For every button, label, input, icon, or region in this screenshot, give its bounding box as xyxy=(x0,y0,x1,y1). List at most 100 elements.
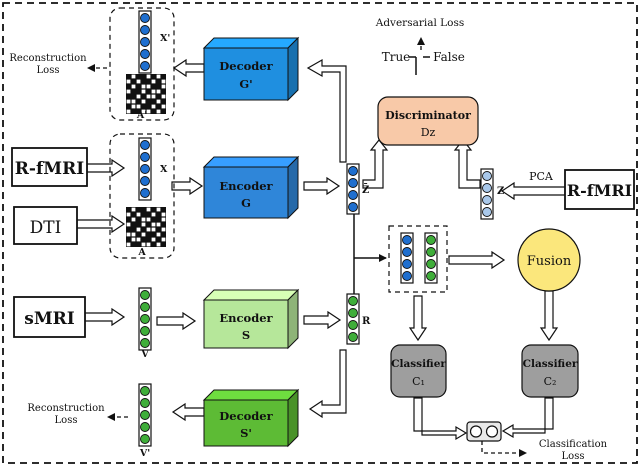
matrix-cell xyxy=(136,237,141,242)
xprime-label: X' xyxy=(160,33,170,44)
arrow-decoders-to-vprime xyxy=(171,402,205,422)
vector-node xyxy=(140,140,150,150)
matrix-cell xyxy=(141,217,146,222)
vector-node xyxy=(140,188,150,198)
adversarial-loss-label: Adversarial Loss xyxy=(375,17,465,29)
encoder-g-sub: G xyxy=(241,196,251,210)
decoder-s-block: Decoder S' xyxy=(202,388,300,448)
matrix-cell xyxy=(136,104,141,109)
arrow-decoderg-to-xprime xyxy=(172,58,205,78)
vector-node xyxy=(140,386,150,396)
vector-icon-xprime xyxy=(138,10,152,74)
vector-node xyxy=(140,25,150,35)
vector-node xyxy=(140,37,150,47)
vector-node xyxy=(140,398,150,408)
matrix-cell xyxy=(136,227,141,232)
group-concat xyxy=(388,225,448,293)
matrix-cell xyxy=(126,212,131,217)
matrix-cell xyxy=(146,217,151,222)
vector-node xyxy=(348,178,358,188)
matrix-icon-a xyxy=(126,207,166,247)
pca-label: PCA xyxy=(529,170,554,183)
matrix-icon-aprime xyxy=(126,74,166,114)
classifier-c1-label: Classifier xyxy=(391,358,446,370)
matrix-cell xyxy=(126,222,131,227)
vector-node xyxy=(140,290,150,300)
vector-node xyxy=(482,171,492,181)
matrix-cell xyxy=(126,242,131,247)
vector-node xyxy=(140,13,150,23)
input-rfmri-right: R-fMRI xyxy=(564,169,635,210)
matrix-cell xyxy=(156,242,161,247)
true-label: True xyxy=(382,50,411,64)
decoder-g-block: Decoder G' xyxy=(202,36,300,102)
matrix-cell xyxy=(136,212,141,217)
vector-node xyxy=(426,235,436,245)
matrix-cell xyxy=(131,84,136,89)
matrix-cell xyxy=(146,74,151,79)
group-xprime-aprime xyxy=(109,7,175,121)
z-label: Z xyxy=(497,186,504,197)
matrix-cell xyxy=(151,227,156,232)
group-x-a xyxy=(109,133,175,259)
matrix-cell xyxy=(156,74,161,79)
vector-node xyxy=(348,296,358,306)
vector-node xyxy=(482,183,492,193)
input-rfmri-left-label: R-fMRI xyxy=(15,159,84,179)
classifier-c2-sub: C₂ xyxy=(544,375,557,388)
vector-node xyxy=(402,271,412,281)
matrix-cell xyxy=(156,207,161,212)
vector-node xyxy=(482,207,492,217)
input-dti: DTI xyxy=(13,206,78,245)
fusion-node: Fusion xyxy=(517,228,581,292)
matrix-cell xyxy=(141,89,146,94)
matrix-cell xyxy=(131,99,136,104)
matrix-cell xyxy=(156,232,161,237)
matrix-cell xyxy=(161,84,166,89)
matrix-cell xyxy=(146,207,151,212)
input-rfmri-left: R-fMRI xyxy=(11,147,88,187)
encoder-s-sub: S xyxy=(242,328,250,342)
arrow-classification-loss xyxy=(481,441,527,457)
vector-node xyxy=(348,308,358,318)
arrow-c1-to-output xyxy=(413,397,468,441)
vprime-label: V' xyxy=(139,448,150,459)
matrix-cell xyxy=(141,109,146,114)
vector-icon-concat-blue xyxy=(400,232,414,284)
vector-node xyxy=(140,410,150,420)
vector-icon-zbar xyxy=(346,163,360,215)
matrix-cell xyxy=(126,89,131,94)
vector-frame xyxy=(400,232,414,284)
vector-node xyxy=(140,164,150,174)
vector-frame xyxy=(346,293,360,345)
discriminator-label: Discriminator xyxy=(385,109,471,122)
input-smri: sMRI xyxy=(13,296,86,338)
classification-loss-line1: Classification xyxy=(539,439,608,450)
vector-node xyxy=(140,338,150,348)
matrix-cell xyxy=(151,104,156,109)
false-label: False xyxy=(433,50,465,64)
matrix-cell xyxy=(141,99,146,104)
vector-node xyxy=(140,314,150,324)
recon-loss-bottom-line1: Reconstruction xyxy=(27,403,105,414)
matrix-cell xyxy=(126,79,131,84)
encoder-g-label: Encoder xyxy=(219,179,273,193)
encoder-s-block: Encoder S xyxy=(202,288,300,350)
output-vector xyxy=(466,421,502,442)
vector-node xyxy=(140,434,150,444)
classifier-c1-sub: C₁ xyxy=(412,375,425,388)
matrix-cell xyxy=(141,222,146,227)
vector-node xyxy=(426,271,436,281)
vector-node xyxy=(140,176,150,186)
discriminator-sub: Dz xyxy=(421,126,436,139)
vector-node xyxy=(348,190,358,200)
arrow-concat-to-fusion xyxy=(448,250,506,270)
matrix-cell xyxy=(131,217,136,222)
vector-icon-r xyxy=(346,293,360,345)
vector-icon-vprime xyxy=(138,383,152,447)
arrow-encoderg-to-zbar xyxy=(303,176,341,196)
input-rfmri-right-label: R-fMRI xyxy=(567,181,632,200)
matrix-cell xyxy=(161,227,166,232)
vector-node xyxy=(348,202,358,212)
arrow-concat-to-c1 xyxy=(408,295,428,342)
